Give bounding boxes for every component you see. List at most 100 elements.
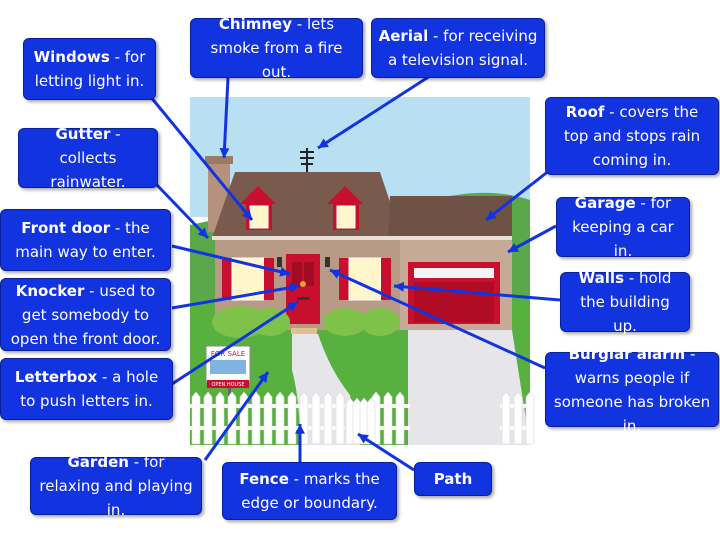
arrow-path-head xyxy=(358,434,369,444)
label-burglar-alarm-desc: - warns people if someone has broken in. xyxy=(553,344,711,435)
arrow-walls-head xyxy=(394,281,405,292)
arrow-garage-head xyxy=(508,242,519,252)
label-roof-desc: - covers the top and stops rain coming i… xyxy=(563,103,701,169)
label-knocker-desc: - used to get somebody to open the front… xyxy=(10,281,161,348)
fence-picket xyxy=(335,391,345,445)
arrow-knocker-head xyxy=(289,282,300,293)
arrow-chimney-line xyxy=(222,77,230,159)
arrows xyxy=(148,74,561,472)
arrow-burglar-alarm-head xyxy=(330,269,341,279)
fence-picket xyxy=(215,391,225,445)
fence-picket xyxy=(203,391,213,445)
sign-bottom-text: OPEN HOUSE xyxy=(211,382,244,388)
fence-picket xyxy=(383,391,393,445)
fence-picket xyxy=(311,391,321,445)
label-roof-term: Roof xyxy=(565,103,605,121)
arrow-windows-head xyxy=(241,209,252,220)
arrow-roof-head xyxy=(486,210,497,220)
fence-picket xyxy=(323,391,333,445)
label-front-door-desc: - the main way to enter. xyxy=(15,219,156,261)
arrow-windows-line xyxy=(148,95,254,221)
arrow-garden-head xyxy=(258,372,268,383)
label-roof: Roof - covers the top and stops rain com… xyxy=(545,97,719,175)
label-letterbox-desc: - a hole to push letters in. xyxy=(20,368,159,410)
label-letterbox: Letterbox - a hole to push letters in. xyxy=(0,358,173,420)
arrow-knocker-line xyxy=(171,284,301,310)
label-aerial-term: Aerial xyxy=(378,27,429,45)
arrow-gutter-head xyxy=(197,227,208,238)
dormer-right xyxy=(327,186,363,230)
arrow-walls-line xyxy=(393,284,561,302)
arrow-aerial-line xyxy=(317,74,431,150)
label-burglar-alarm: Burglar alarm - warns people if someone … xyxy=(545,345,719,435)
fence-picket xyxy=(366,397,376,445)
label-garage: Garage - for keeping a car in. xyxy=(556,194,690,260)
letterbox xyxy=(297,297,309,300)
label-path: Path xyxy=(414,462,492,496)
driveway xyxy=(408,330,530,445)
label-chimney-desc: - lets smoke from a fire out. xyxy=(210,15,343,81)
label-garden-desc: - for relaxing and playing in. xyxy=(39,453,193,519)
arrow-fence-head xyxy=(295,424,305,434)
label-path-term: Path xyxy=(433,470,473,488)
arrow-aerial-head xyxy=(318,138,329,148)
fence-picket xyxy=(395,391,405,445)
label-garden: Garden - for relaxing and playing in. xyxy=(30,453,202,519)
arrow-gutter-line xyxy=(153,181,210,240)
garage-roof xyxy=(388,196,512,238)
sign-top-text: FOR SALE xyxy=(211,350,245,358)
label-chimney: Chimney - lets smoke from a fire out. xyxy=(190,15,363,81)
fence-picket xyxy=(287,391,297,445)
fence-picket xyxy=(525,391,535,445)
aerial xyxy=(300,148,314,172)
label-burglar-alarm-term: Burglar alarm xyxy=(568,344,686,363)
label-chimney-term: Chimney xyxy=(218,15,293,33)
lamp-left xyxy=(277,257,282,267)
fence-picket xyxy=(513,391,523,445)
label-letterbox-term: Letterbox xyxy=(14,368,98,386)
label-knocker-term: Knocker xyxy=(15,281,85,300)
label-gutter: Gutter - collects rainwater. xyxy=(18,125,158,191)
arrow-path-line xyxy=(357,432,415,472)
label-walls: Walls - hold the building up. xyxy=(560,269,690,335)
fence-picket xyxy=(191,391,201,445)
gutter xyxy=(212,236,402,240)
fence-picket xyxy=(227,391,237,445)
label-walls-desc: - hold the building up. xyxy=(580,269,672,335)
arrow-front-door-line xyxy=(171,244,291,276)
label-walls-term: Walls xyxy=(578,269,625,287)
label-fence-desc: - marks the edge or boundary. xyxy=(241,470,380,512)
label-gutter-desc: - collects rainwater. xyxy=(50,125,126,191)
fence-picket xyxy=(275,391,285,445)
label-front-door-term: Front door xyxy=(21,219,111,237)
label-gutter-term: Gutter xyxy=(55,125,111,143)
fence-picket xyxy=(263,391,273,445)
arrow-roof-line xyxy=(485,168,551,222)
label-fence: Fence - marks the edge or boundary. xyxy=(222,462,397,520)
fence xyxy=(190,391,535,445)
label-garden-term: Garden xyxy=(67,453,129,471)
doormat xyxy=(291,328,317,334)
arrow-garden-line xyxy=(203,371,270,461)
arrow-chimney-head xyxy=(219,147,230,158)
window-right xyxy=(339,257,391,301)
fence-picket xyxy=(251,391,261,445)
label-garage-desc: - for keeping a car in. xyxy=(572,194,674,260)
garage-gutter xyxy=(388,236,512,240)
label-windows: Windows - for letting light in. xyxy=(23,38,156,100)
label-aerial-desc: - for receiving a television signal. xyxy=(387,27,538,69)
label-aerial: Aerial - for receiving a television sign… xyxy=(371,18,545,78)
fence-picket xyxy=(501,391,511,445)
label-front-door: Front door - the main way to enter. xyxy=(0,209,171,271)
arrow-front-door-head xyxy=(279,266,290,277)
label-windows-desc: - for letting light in. xyxy=(34,48,146,90)
label-fence-term: Fence xyxy=(239,470,289,488)
burglar-alarm xyxy=(325,257,330,267)
label-knocker: Knocker - used to get somebody to open t… xyxy=(0,278,171,351)
arrow-burglar-alarm-line xyxy=(329,268,546,370)
arrow-letterbox-line xyxy=(171,300,299,386)
label-windows-term: Windows xyxy=(33,48,110,66)
knocker xyxy=(300,281,306,287)
label-garage-term: Garage xyxy=(574,194,636,212)
